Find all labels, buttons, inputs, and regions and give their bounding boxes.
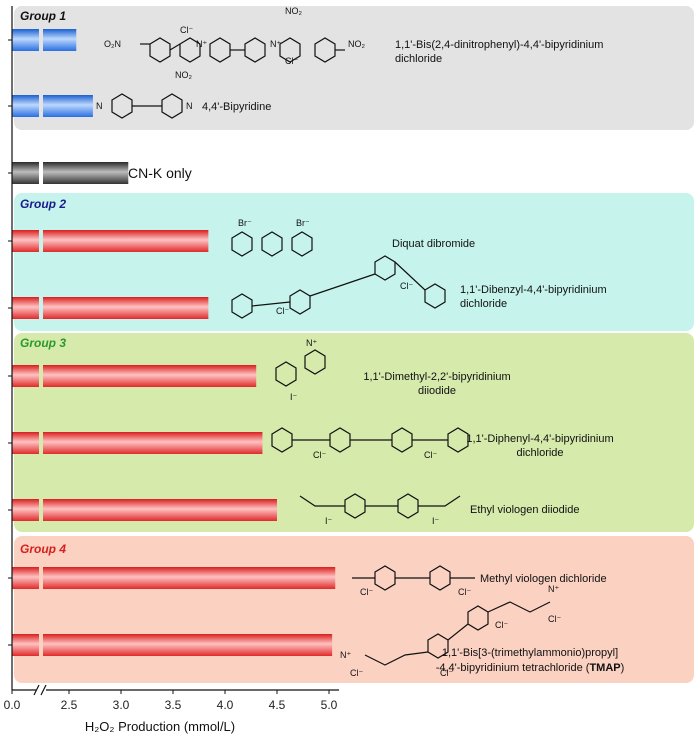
structure-diphenyl: Cl⁻ Cl⁻ [271, 427, 469, 460]
chemical-structures: O₂N Cl⁻ N⁺ N⁺ NO₂ NO₂ Cl⁻ NO₂ N N Br⁻ Br… [96, 6, 561, 678]
br-label: Br⁻ [238, 218, 252, 228]
bar-segment [12, 297, 39, 319]
group-title: Group 1 [20, 9, 66, 23]
group-title: Group 3 [20, 336, 66, 350]
nplus-label: N⁺ [548, 584, 559, 594]
structure-diquat: Br⁻ Br⁻ [231, 218, 313, 257]
bars [12, 29, 336, 656]
control-label: CN-K only [128, 165, 192, 181]
bar-segment [12, 567, 39, 589]
bar [43, 634, 333, 656]
group-background [14, 193, 694, 331]
compound-label: Ethyl viologen diiodide [470, 504, 579, 516]
x-axis-title: H₂O₂ Production (mmol/L) [85, 719, 235, 734]
compound-label: Diquat dibromide [392, 238, 475, 250]
cl-label: Cl⁻ [276, 306, 289, 316]
bar-segment [12, 432, 39, 454]
compound-label: Methyl viologen dichloride [480, 573, 607, 585]
compound-label: 1,1'-Bis(2,4-dinitrophenyl)-4,4'-bipyrid… [395, 39, 603, 51]
cl-label: Cl⁻ [313, 450, 326, 460]
i-label: I⁻ [290, 392, 298, 402]
compound-label: dichloride [516, 447, 563, 459]
cl-label: Cl⁻ [180, 25, 193, 35]
no2-bottom-label: NO₂ [175, 70, 193, 80]
compound-label: 1,1'-Dimethyl-2,2'-bipyridinium [363, 371, 510, 383]
cl-label: Cl⁻ [360, 587, 373, 597]
axis-break-mark [40, 684, 47, 696]
bar [43, 95, 93, 117]
nplus-label: N⁺ [306, 338, 317, 348]
nplus-label: N⁺ [340, 650, 351, 660]
compound-label: diiodide [418, 385, 456, 397]
group-background [14, 536, 694, 683]
group-background [14, 6, 694, 130]
structure-methyl-viologen: Cl⁻ Cl⁻ [352, 565, 475, 597]
nplus-label: N⁺ [270, 39, 281, 49]
x-tick-label: 2.5 [61, 698, 78, 712]
structure-dibenzyl: Cl⁻ Cl⁻ [231, 255, 446, 319]
br-label: Br⁻ [296, 218, 310, 228]
cl-label: Cl⁻ [350, 668, 363, 678]
cl-label: Cl⁻ [285, 56, 298, 66]
compound-label: 1,1'-Bis[3-(trimethylammonio)propyl] [442, 647, 618, 659]
no2-right-label: NO₂ [348, 39, 366, 49]
bar-segment [12, 162, 39, 184]
bar-segment [12, 230, 39, 252]
compound-label: 1,1'-Diphenyl-4,4'-bipyridinium [466, 433, 613, 445]
bar-segment [12, 499, 39, 521]
bar [43, 499, 277, 521]
compound-labels: 1,1'-Bis(2,4-dinitrophenyl)-4,4'-bipyrid… [128, 39, 624, 674]
structure-ethyl-viologen: I⁻ I⁻ [299, 493, 461, 526]
structure-bipyridine: N N [96, 93, 193, 119]
bar-segment [12, 365, 39, 387]
compound-label: 1,1'-Dibenzyl-4,4'-bipyridinium [460, 284, 607, 296]
i-label: I⁻ [325, 516, 333, 526]
cl-label: Cl⁻ [400, 281, 413, 291]
group-title: Group 2 [20, 197, 66, 211]
no2-top-label: NO₂ [285, 6, 303, 16]
compound-label: dichloride [460, 298, 507, 310]
x-tick-label: 3.0 [113, 698, 130, 712]
cl-label: Cl⁻ [458, 587, 471, 597]
bar [43, 432, 263, 454]
bar-segment [12, 95, 39, 117]
cl-label: Cl⁻ [548, 614, 561, 624]
bar [43, 365, 257, 387]
bar [43, 162, 129, 184]
x-tick-label: 0.0 [4, 698, 21, 712]
cl-label: Cl⁻ [424, 450, 437, 460]
cl-label: Cl⁻ [440, 668, 453, 678]
group-title: Group 4 [20, 542, 66, 556]
x-tick-label: 4.0 [217, 698, 234, 712]
bar [43, 230, 209, 252]
i-label: I⁻ [432, 516, 440, 526]
bar [43, 29, 77, 51]
structure-tmap: N⁺ Cl⁻ Cl⁻ Cl⁻ N⁺ Cl⁻ [340, 584, 561, 678]
n-label: N [96, 101, 103, 111]
bar [43, 297, 209, 319]
compound-label: dichloride [395, 53, 442, 65]
x-tick-label: 3.5 [165, 698, 182, 712]
x-tick-label: 5.0 [321, 698, 338, 712]
compound-label: 4,4'-Bipyridine [202, 101, 271, 113]
bar [43, 567, 336, 589]
bar-segment [12, 634, 39, 656]
structure-dinitrophenyl-bipyridinium: O₂N Cl⁻ N⁺ N⁺ NO₂ NO₂ Cl⁻ NO₂ [104, 6, 366, 80]
no2-left-label: O₂N [104, 39, 121, 49]
x-tick-label: 4.5 [269, 698, 286, 712]
group-titles: Group 1 Group 2 Group 3 Group 4 [20, 9, 66, 556]
n-label: N [186, 101, 193, 111]
nplus-label: N⁺ [196, 39, 207, 49]
structure-dimethyl-bipyridinium: N⁺ I⁻ [275, 338, 326, 402]
compound-label: -4,4'-bipyridinium tetrachloride (TMAP) [436, 662, 625, 674]
bar-segment [12, 29, 39, 51]
axis-break-mark [33, 684, 40, 696]
cl-label: Cl⁻ [495, 620, 508, 630]
